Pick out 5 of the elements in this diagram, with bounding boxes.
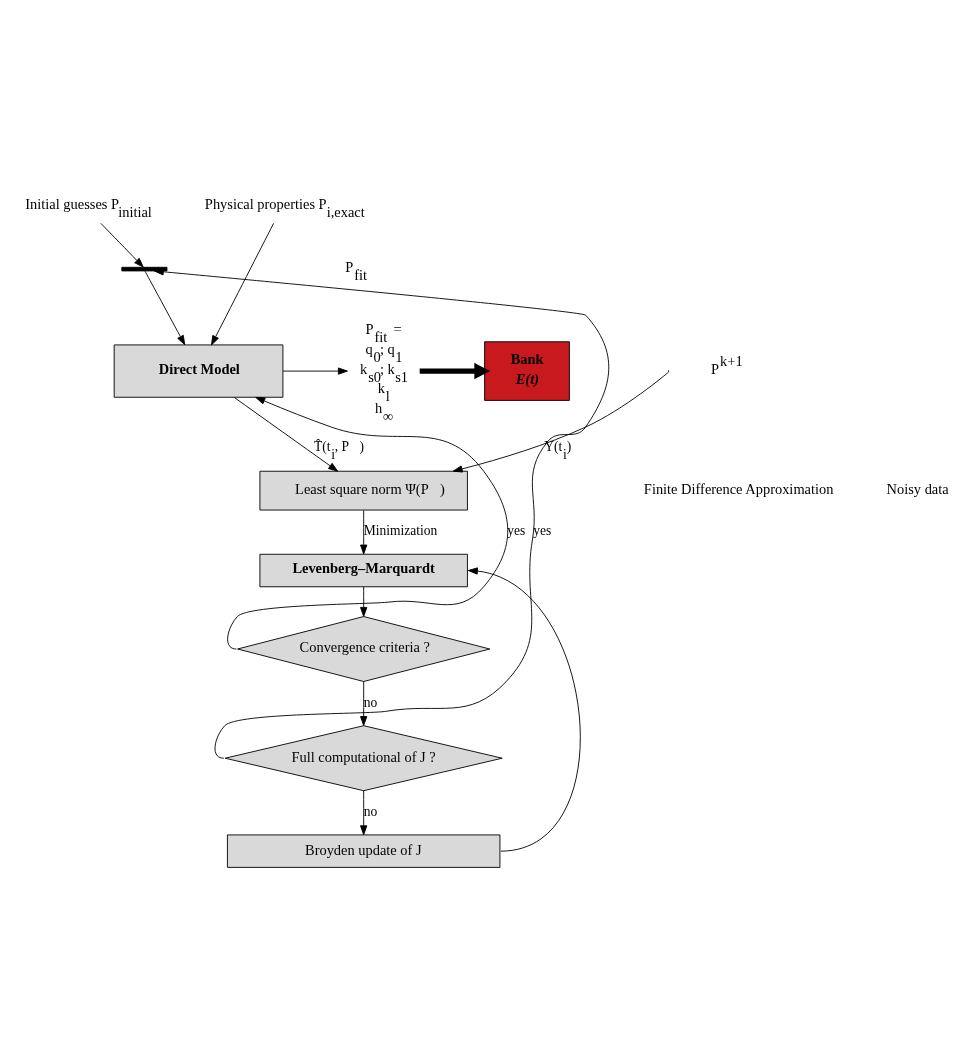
label: Noisy data [886, 480, 949, 497]
label: Finite Difference Approximation [643, 480, 834, 497]
edge-label: no [363, 803, 378, 819]
edge-label: Minimization [363, 522, 438, 538]
edge-label: no [363, 694, 378, 710]
